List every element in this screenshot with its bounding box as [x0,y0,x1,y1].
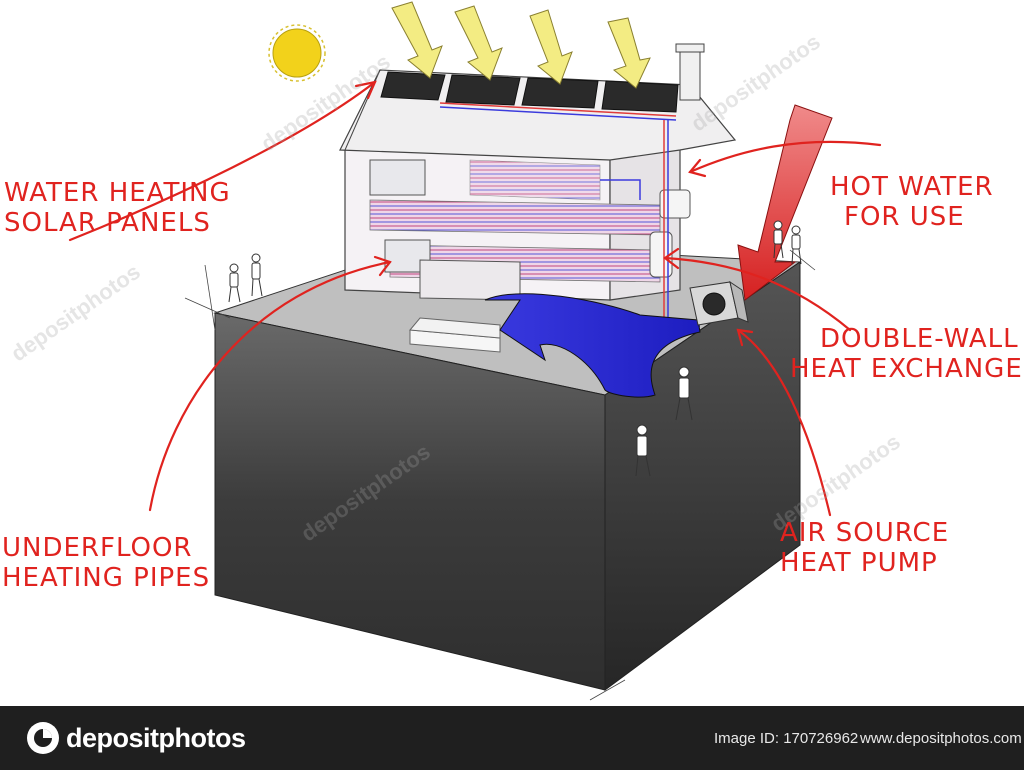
warm-air-arrow [737,104,833,301]
arrow-solar-head [354,80,377,100]
solar-radiation-arrows [391,1,651,89]
label-line: SOLAR PANELS [4,208,211,238]
arrow-hot-water-head [688,158,707,178]
heat-pump-unit [689,280,749,326]
label-line: WATER HEATING [4,178,231,208]
person-figure [228,263,241,303]
label-water-heating-solar-panels: WATER HEATING SOLAR PANELS [4,178,231,238]
cold-air-flow [484,293,701,398]
person-figure [635,424,651,477]
arrow-exchanger [663,256,852,332]
depositphotos-logo-icon [27,722,59,754]
arrow-heat-pump [736,328,832,517]
arrow-solar [68,80,377,242]
arrow-exchanger-head [663,247,680,270]
arrow-heat-pump-head [736,328,754,347]
label-line: HEATING PIPES [2,563,211,593]
person-figure [791,225,802,265]
label-line: HEAT PUMP [780,548,938,578]
image-id: Image ID: 170726962 [714,730,859,747]
stock-footer-bar: depositphotos Image ID: 170726962 www.de… [0,706,1024,770]
arrow-hot-water [688,140,882,174]
label-underfloor-heating-pipes: UNDERFLOOR HEATING PIPES [2,533,210,593]
site-url-link[interactable]: www.depositphotos.com [860,730,1022,747]
label-line: AIR SOURCE [780,518,950,548]
person-figure [773,220,784,259]
label-line: HOT WATER [830,172,994,202]
house [339,43,737,353]
people [228,220,802,477]
house-diagram [68,1,882,701]
label-line: DOUBLE-WALL [820,324,1019,354]
sun-icon [268,24,326,82]
person-figure [251,253,263,297]
label-double-wall-heat-exchanger: DOUBLE-WALL HEAT EXCHANGER [790,324,1024,384]
label-hot-water-for-use: HOT WATER FOR USE [830,172,994,232]
brand-logo[interactable]: depositphotos [26,721,246,755]
solar-panels [380,71,679,121]
arrow-underfloor-head [373,255,392,277]
label-line: UNDERFLOOR [2,533,193,563]
label-air-source-heat-pump: AIR SOURCE HEAT PUMP [780,518,949,578]
brand-name: depositphotos [66,722,246,753]
label-line: HEAT EXCHANGER [790,354,1024,384]
person-figure [675,366,693,421]
arrow-underfloor [148,260,392,512]
label-line: FOR USE [844,202,965,232]
diagram-stage: WATER HEATING SOLAR PANELS HOT WATER FOR… [2,1,1024,701]
annotation-arrows [68,80,882,517]
